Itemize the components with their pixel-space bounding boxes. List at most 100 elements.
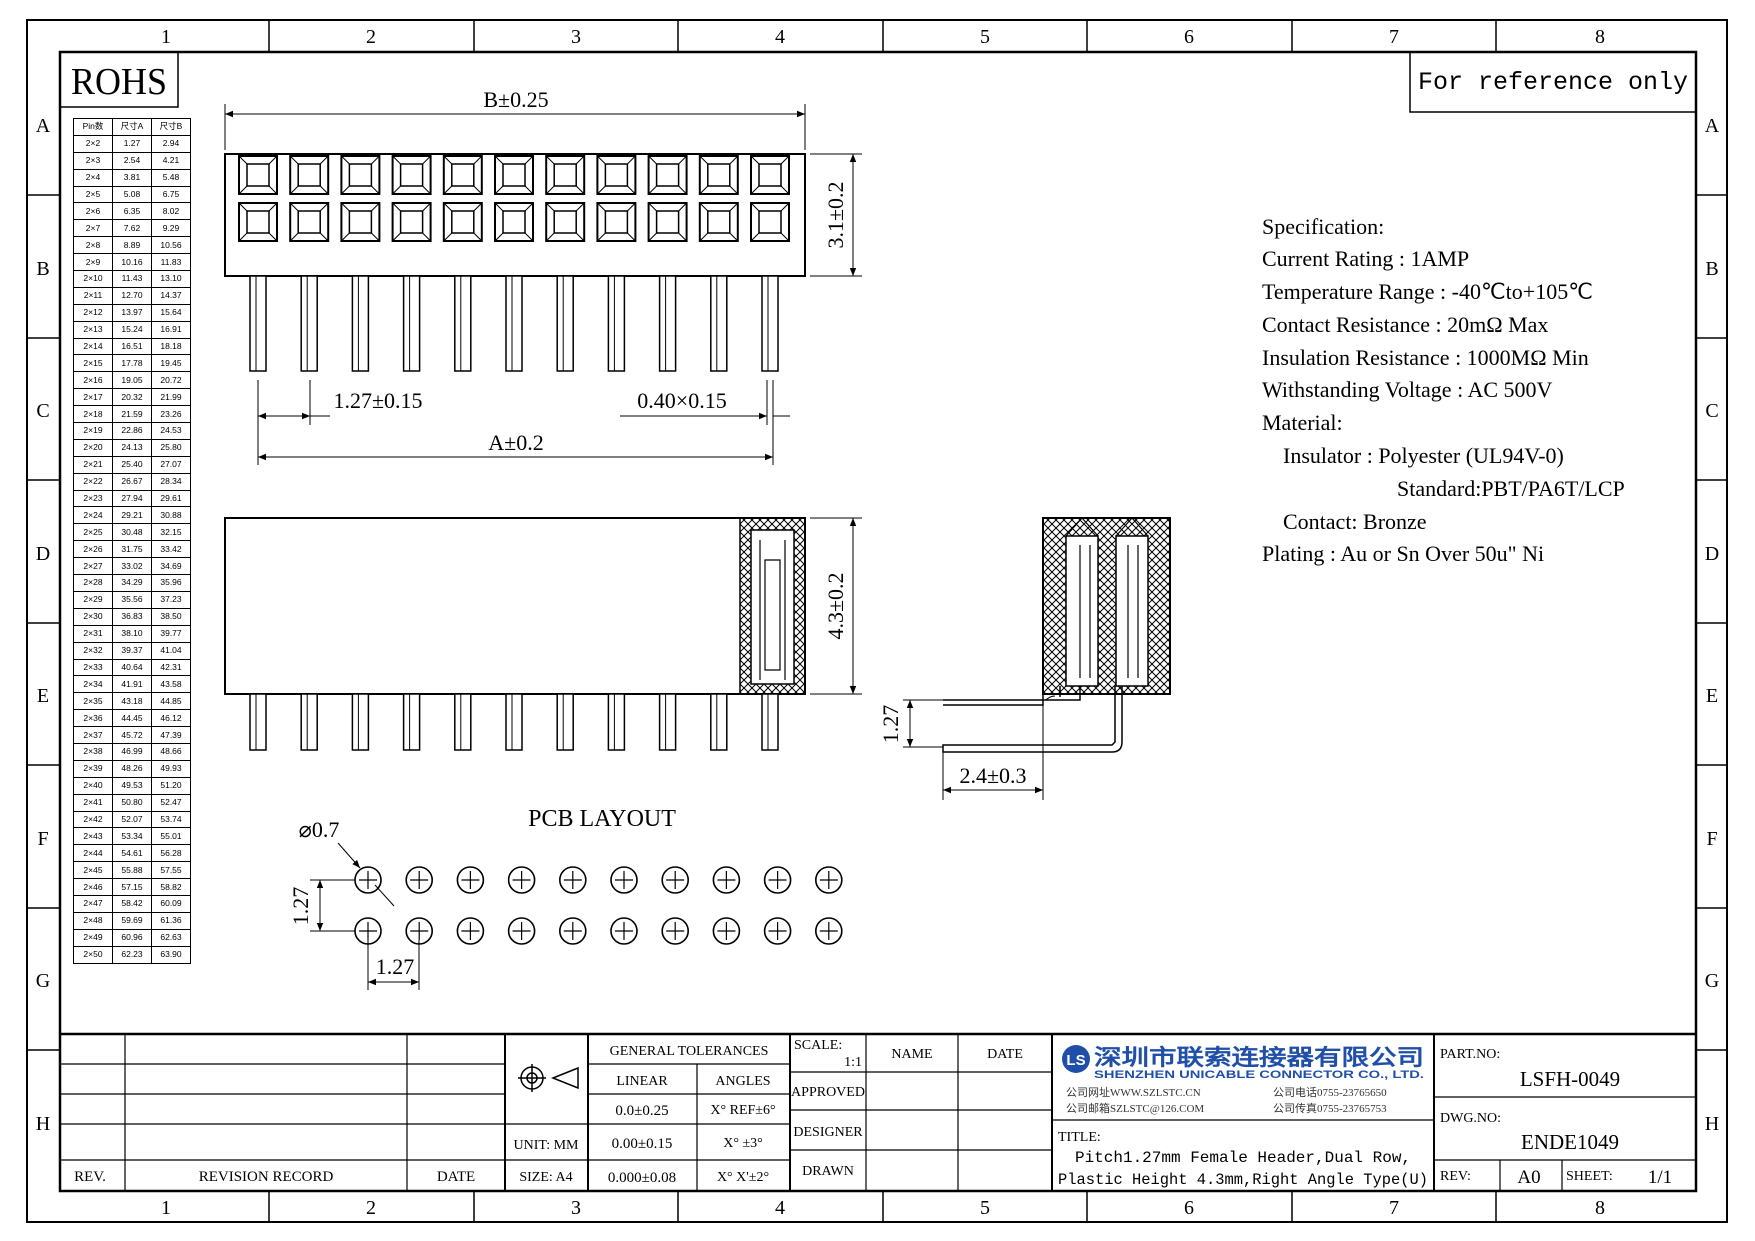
pin-table-cell: 33.42	[151, 540, 191, 559]
pcb-hole	[661, 866, 690, 894]
pin-table-cell: 1.27	[112, 134, 152, 153]
contact-cavity-inner	[348, 210, 373, 234]
row-label: H	[36, 1113, 50, 1135]
pcb-hole	[507, 917, 536, 945]
pin-table-cell: 52.07	[112, 810, 152, 829]
pin-tail	[351, 275, 370, 372]
contact-cavity-inner	[348, 163, 373, 187]
title-line-2: Plastic Height 4.3mm,Right Angle Type(U)	[1058, 1171, 1428, 1189]
part-no-label: PART.NO:	[1440, 1047, 1500, 1062]
contact-cavity	[238, 155, 278, 195]
cavity-chamfer	[341, 202, 380, 242]
tol-linear-3: 0.000±0.08	[608, 1170, 676, 1186]
zone-labels-bottom: 1 2 3 4 5 6 7 8	[161, 1197, 1605, 1219]
reference-note: For reference only	[1418, 68, 1688, 97]
cavity-chamfer	[392, 202, 431, 242]
pin-table-cell: 2×41	[73, 793, 113, 812]
pin-table-cell: 39.37	[112, 641, 152, 660]
pin-table-cell: 55.01	[151, 827, 191, 846]
col-label: 6	[1184, 1197, 1194, 1219]
pin-table-cell: 4.21	[151, 151, 191, 170]
pcb-hole-crosshair	[615, 871, 633, 889]
contact-cavity-inner	[655, 163, 680, 187]
contact-cavity-inner	[246, 163, 270, 187]
pin-table-cell: 25.40	[112, 455, 152, 474]
sheet-label: SHEET:	[1566, 1169, 1613, 1184]
pcb-hole	[507, 866, 536, 894]
pin-table-header-cell: Pin数	[73, 118, 113, 136]
cavity-chamfer	[238, 155, 278, 195]
pin-table-cell: 2×10	[73, 270, 113, 288]
pin-tail	[607, 275, 626, 372]
spec-line: Material:	[1262, 410, 1343, 435]
pin-table-cell: 48.66	[151, 742, 191, 761]
pin-table-cell: 51.20	[151, 776, 191, 795]
row-label: C	[1705, 400, 1718, 422]
col-label: 1	[161, 1197, 171, 1219]
pin-table-cell: 2×28	[73, 574, 113, 592]
pcb-layout-title: PCB LAYOUT	[528, 806, 676, 832]
row-label: H	[1705, 1113, 1719, 1135]
pin-table-cell: 5.48	[151, 168, 191, 187]
col-label: 5	[980, 26, 990, 48]
front-pin-tail	[300, 693, 318, 751]
pcb-hole-crosshair	[717, 871, 736, 889]
pcb-hole-crosshair	[717, 922, 736, 940]
pin-table-cell: 63.90	[151, 945, 191, 964]
reference-note-box	[1409, 51, 1697, 113]
pin-table-cell: 41.04	[151, 641, 191, 660]
contact-cavity	[545, 202, 586, 242]
pin-table-cell: 42.31	[151, 658, 191, 677]
pin-table-cell: 6.35	[112, 202, 152, 221]
dim-b-label: B±0.25	[483, 87, 548, 112]
pcb-hole-crosshair	[512, 922, 531, 940]
rev-label: REV:	[1440, 1169, 1471, 1184]
pin-table-cell: 26.67	[112, 472, 152, 491]
pin-table-cell: 58.42	[112, 894, 152, 913]
col-label: 4	[775, 26, 785, 48]
row-label: D	[36, 543, 50, 565]
contact-cavity-inner	[707, 163, 731, 187]
row-label: G	[1705, 970, 1719, 992]
pin-table-cell: 45.72	[112, 726, 152, 744]
pin-table-cell: 24.13	[112, 438, 152, 457]
pin-table-cell: 2×16	[73, 371, 113, 390]
pin-table-cell: 2×36	[73, 709, 113, 728]
row-label: B	[36, 258, 49, 280]
pin-table-cell: 20.32	[112, 388, 152, 407]
dim-pitch-label: 1.27±0.15	[333, 388, 422, 413]
pin-table-header-cell: 尺寸B	[151, 118, 191, 136]
company-fax: 公司传真0755-23765753	[1273, 1101, 1387, 1115]
pcb-hole	[763, 866, 792, 894]
pin-table-cell: 2×21	[73, 455, 113, 474]
pin-table-cell: 15.64	[151, 303, 191, 322]
front-pin-tail	[658, 693, 677, 751]
rev-header: REV.	[74, 1169, 106, 1185]
pin-table-cell: 48.26	[112, 759, 152, 778]
front-pin-tail	[710, 693, 728, 751]
pcb-hole-crosshair	[666, 871, 685, 889]
contact-cavity	[698, 202, 739, 242]
pin-table-cell: 44.85	[151, 692, 191, 711]
pin-table-cell: 43.58	[151, 675, 191, 694]
pin-table-cell: 2×27	[73, 557, 113, 576]
pin-table-cell: 2×20	[73, 438, 113, 457]
pin-table-cell: 38.50	[151, 607, 191, 626]
svg-text:LS: LS	[1066, 1052, 1085, 1069]
spec-line: Insulation Resistance : 1000MΩ Min	[1262, 345, 1589, 370]
zone-dividers	[27, 20, 1727, 1222]
contact-cavity	[494, 155, 534, 195]
company-name-en: SHENZHEN UNICABLE CONNECTOR CO., LTD.	[1094, 1069, 1424, 1081]
contact-cavity	[647, 202, 688, 242]
contact-cavity	[289, 202, 330, 242]
